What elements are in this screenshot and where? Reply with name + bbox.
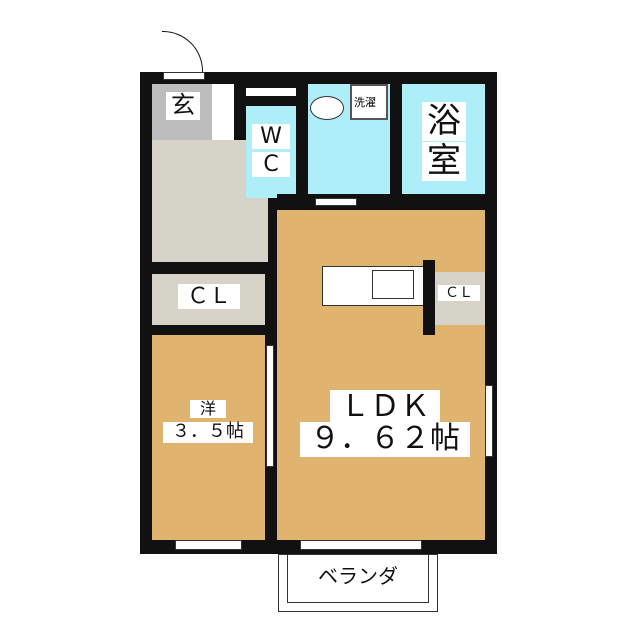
western-room-size: ３．５帖	[163, 421, 253, 443]
washer-label: 洗濯	[354, 96, 376, 109]
closet-right-label: ＣＬ	[438, 285, 480, 302]
closet-left-label: ＣＬ	[178, 284, 240, 310]
window-west	[175, 540, 242, 550]
ldk-size: ９．６２帖	[300, 421, 470, 457]
bath-label-2: 室	[422, 141, 466, 182]
shoe-cabinet	[212, 84, 234, 140]
kitchen-sink-icon	[372, 270, 414, 299]
interior-wall	[152, 262, 268, 274]
entrance-door	[163, 72, 205, 80]
sink-icon	[310, 96, 344, 120]
interior-wall	[423, 260, 435, 335]
bath-label-1: 浴	[422, 101, 466, 142]
wc-label-w: W	[252, 124, 290, 150]
ldk-door	[315, 198, 357, 206]
entrance-door-swing	[162, 31, 203, 72]
wc-vent	[246, 88, 296, 96]
balcony-label: ベランダ	[318, 564, 398, 588]
wc-label-c: C	[252, 152, 290, 178]
balcony: ベランダ	[278, 554, 438, 612]
interior-wall	[152, 325, 268, 335]
interior-wall	[277, 194, 485, 210]
western-room-name: 洋	[190, 399, 226, 419]
window-ldk-south	[300, 540, 422, 550]
ldk-name: ＬＤＫ	[330, 389, 440, 425]
sliding-door-west	[266, 345, 274, 467]
window-ldk-east	[485, 385, 493, 457]
washer-box	[350, 84, 388, 120]
ldk-room	[277, 210, 485, 540]
genkan-label: 玄	[166, 91, 200, 120]
